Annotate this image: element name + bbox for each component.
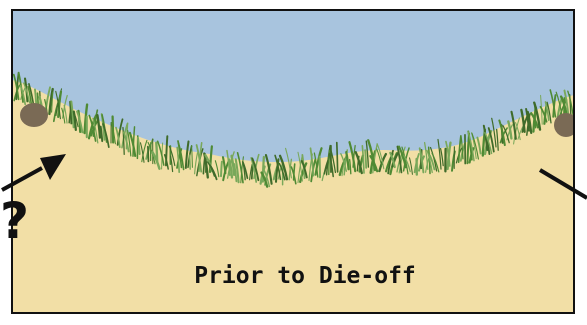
left-burrow [20, 103, 48, 127]
panel-caption: Prior to Die-off [120, 263, 490, 289]
grass-blade [35, 89, 36, 104]
question-mark: ? [0, 196, 29, 246]
grass-blade [365, 150, 366, 168]
grass-blade [337, 143, 338, 172]
grass-blade [190, 155, 191, 169]
grass-blade [148, 147, 149, 162]
grass-blade [221, 162, 222, 176]
